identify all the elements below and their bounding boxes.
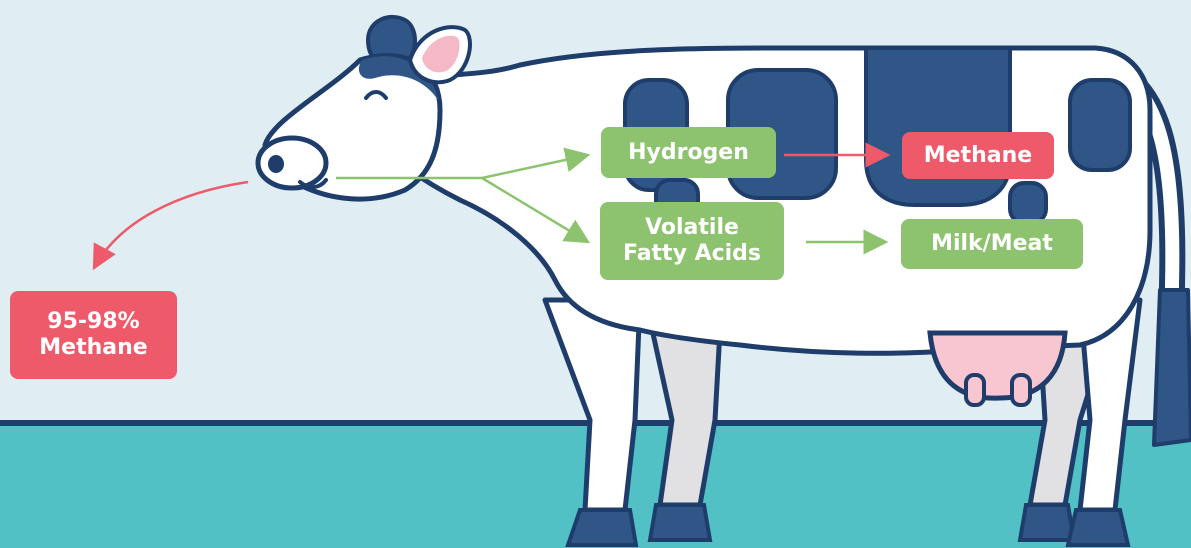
emission-label-line2: Methane	[39, 335, 147, 361]
teat	[966, 375, 984, 405]
hoof-back-left	[650, 505, 710, 540]
vfa-label-line1: Volatile	[645, 215, 739, 241]
cow-spot	[866, 48, 1010, 205]
methane-label: Methane	[924, 143, 1032, 169]
hydrogen-label: Hydrogen	[628, 140, 749, 166]
methane-node: Methane	[902, 132, 1054, 179]
hydrogen-node: Hydrogen	[601, 127, 776, 178]
milk-meat-node: Milk/Meat	[901, 219, 1083, 269]
emission-methane-node: 95-98% Methane	[10, 291, 177, 379]
cow-nostril	[268, 155, 284, 173]
cow-spot	[1010, 183, 1046, 223]
teat	[1012, 375, 1030, 405]
tail-tuft	[1154, 290, 1191, 445]
vfa-label-line2: Fatty Acids	[623, 241, 761, 267]
cow-spot	[1070, 80, 1130, 170]
milk-meat-label: Milk/Meat	[931, 231, 1053, 257]
hoof-back-right	[1020, 505, 1074, 540]
emission-label-line1: 95-98%	[47, 309, 139, 335]
hoof-front-right	[1068, 510, 1128, 545]
volatile-fatty-acids-node: Volatile Fatty Acids	[600, 202, 784, 280]
hoof-front-left	[568, 510, 636, 545]
